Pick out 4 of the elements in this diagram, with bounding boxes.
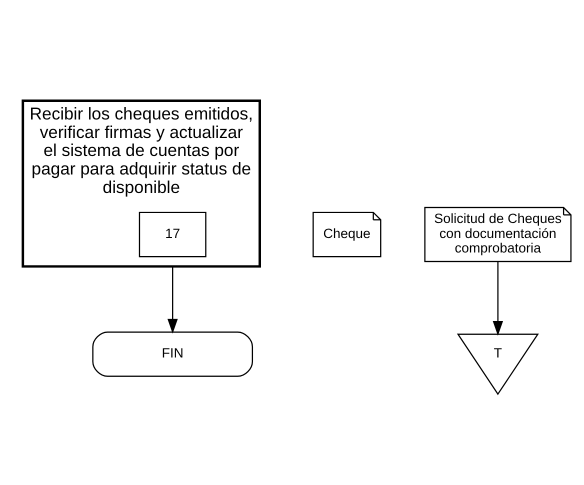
arrow bbox=[167, 266, 178, 334]
node-box: FIN bbox=[92, 332, 254, 377]
arrow bbox=[492, 262, 504, 336]
node-box: 17 bbox=[138, 212, 206, 258]
